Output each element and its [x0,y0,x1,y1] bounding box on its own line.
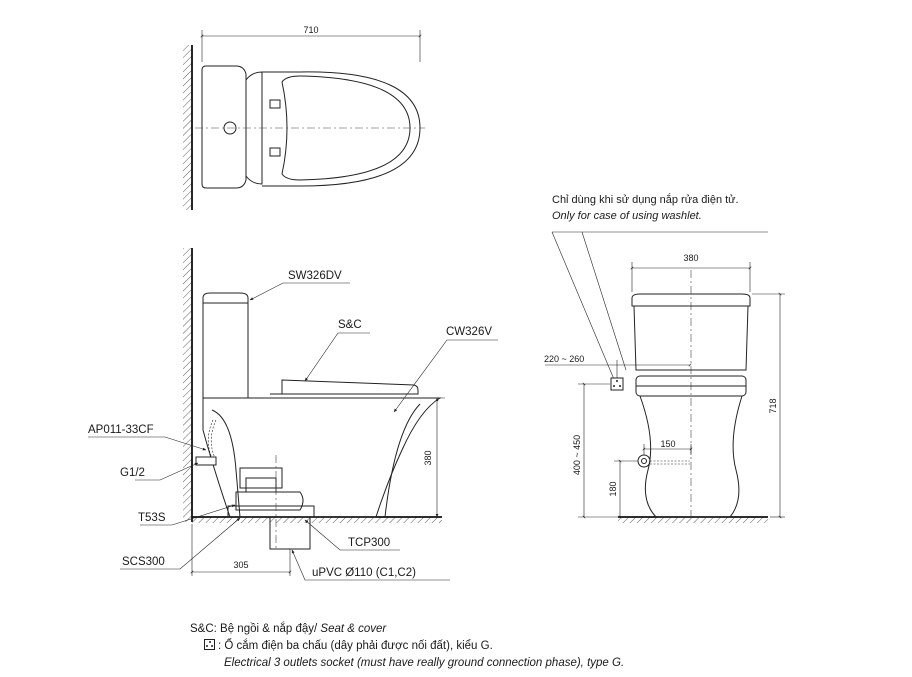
dim-supply-range: 400 ~ 450 [572,435,582,475]
wall-hatch-side [183,248,192,522]
dim-wall-distance: 305 [233,560,248,570]
label-seat: S&C [338,319,362,331]
dim-total-height: 718 [768,398,778,413]
wall-hatch-top [183,45,192,210]
floor-hatch-side [192,517,442,523]
legend-socket-en: Electrical 3 outlets socket (must have r… [224,657,625,669]
legend-seat-vi: S&C: Bệ ngồi & nắp đậy/ [190,623,318,635]
bowl-front-outline [639,395,743,518]
legend-socket: : Ổ cắm điện ba chấu (dây phải được nối … [190,638,624,655]
label-tcp: TCP300 [348,537,390,549]
label-t53s: T53S [138,512,166,524]
tank-front-outline [633,305,749,371]
legend: S&C: Bệ ngồi & nắp đậy/ Seat & cover : Ổ… [190,621,624,672]
washlet-note-vi: Chỉ dùng khi sử dụng nắp rửa điện tử. [552,193,739,206]
label-bowl: CW326V [446,326,492,338]
socket-icon [204,639,215,650]
dim-front-width: 380 [683,253,698,263]
socket-icon [610,377,624,391]
label-valve: AP011-33CF [88,424,154,436]
seat-top-outline [281,75,411,181]
tank-top-outline [201,65,247,189]
washlet-note-en: Only for case of using washlet. [552,210,702,222]
bowl-top-outline [262,71,421,187]
angle-valve [195,456,217,466]
label-thread: G1/2 [120,467,145,479]
legend-socket-vi: : Ổ cắm điện ba chấu (dây phải được nối … [218,640,493,652]
dim-supply-base: 180 [608,481,618,496]
floor-hatch-front [618,517,768,523]
label-tank: SW326DV [288,270,342,282]
label-pipe: uPVC Ø110 (C1,C2) [312,567,416,579]
dim-top-width: 710 [303,25,318,35]
dim-seat-height: 380 [423,450,433,465]
tank-side-outline [202,292,249,399]
label-scs: SCS300 [122,556,165,568]
legend-seat-en: Seat & cover [320,623,387,635]
dim-socket-range: 220 ~ 260 [544,354,584,364]
side-view: 380 305 SW326DV S&C CW326V AP011-33CF G1… [88,248,498,581]
front-view: Chỉ dùng khi sử dụng nắp rửa điện tử. On… [544,193,785,523]
supply-valve-front [637,454,651,468]
tank-front-lid [631,293,751,307]
seat-side-outline [281,379,419,395]
legend-seat: S&C: Bệ ngồi & nắp đậy/ Seat & cover [190,621,624,638]
top-view: 710 [183,25,425,210]
dim-supply-offset: 150 [660,439,675,449]
flush-button-icon [223,121,237,135]
